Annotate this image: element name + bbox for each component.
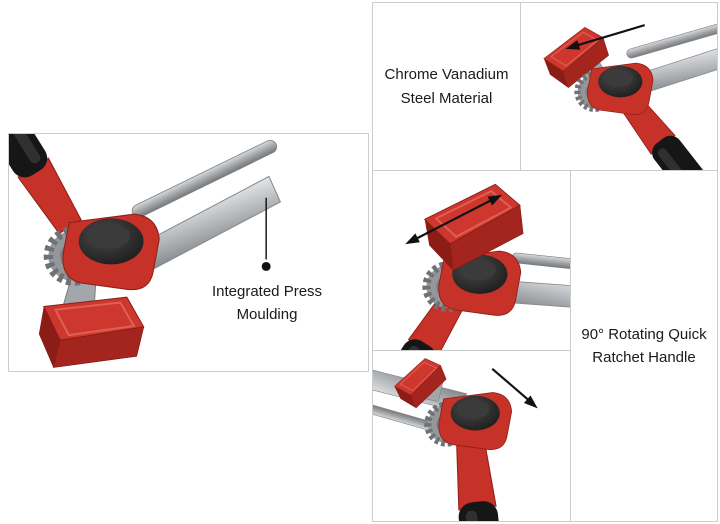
double-arrow-icon bbox=[405, 194, 503, 245]
arrow-icon bbox=[565, 24, 646, 50]
callout-dot bbox=[261, 261, 271, 271]
photo-cell-top bbox=[520, 2, 718, 171]
clamp-photo-handle bbox=[373, 351, 538, 521]
left-caption: Integrated Press Moulding bbox=[211, 283, 323, 323]
left-panel: Integrated Press Moulding bbox=[8, 133, 369, 372]
arrow-icon bbox=[491, 367, 538, 409]
label-cell-handle: 90° Rotating Quick Ratchet Handle bbox=[570, 170, 718, 522]
clamp-photo-angle bbox=[537, 18, 717, 170]
photo-cell-pad bbox=[372, 170, 571, 351]
clamp-photo-main bbox=[9, 134, 304, 371]
handle-label: 90° Rotating Quick Ratchet Handle bbox=[581, 325, 707, 366]
material-label: Chrome Vanadium Steel Material bbox=[384, 66, 509, 107]
clamp-photo-pad bbox=[373, 178, 570, 350]
label-cell-material: Chrome Vanadium Steel Material bbox=[372, 2, 521, 171]
photo-cell-handle bbox=[372, 350, 571, 522]
